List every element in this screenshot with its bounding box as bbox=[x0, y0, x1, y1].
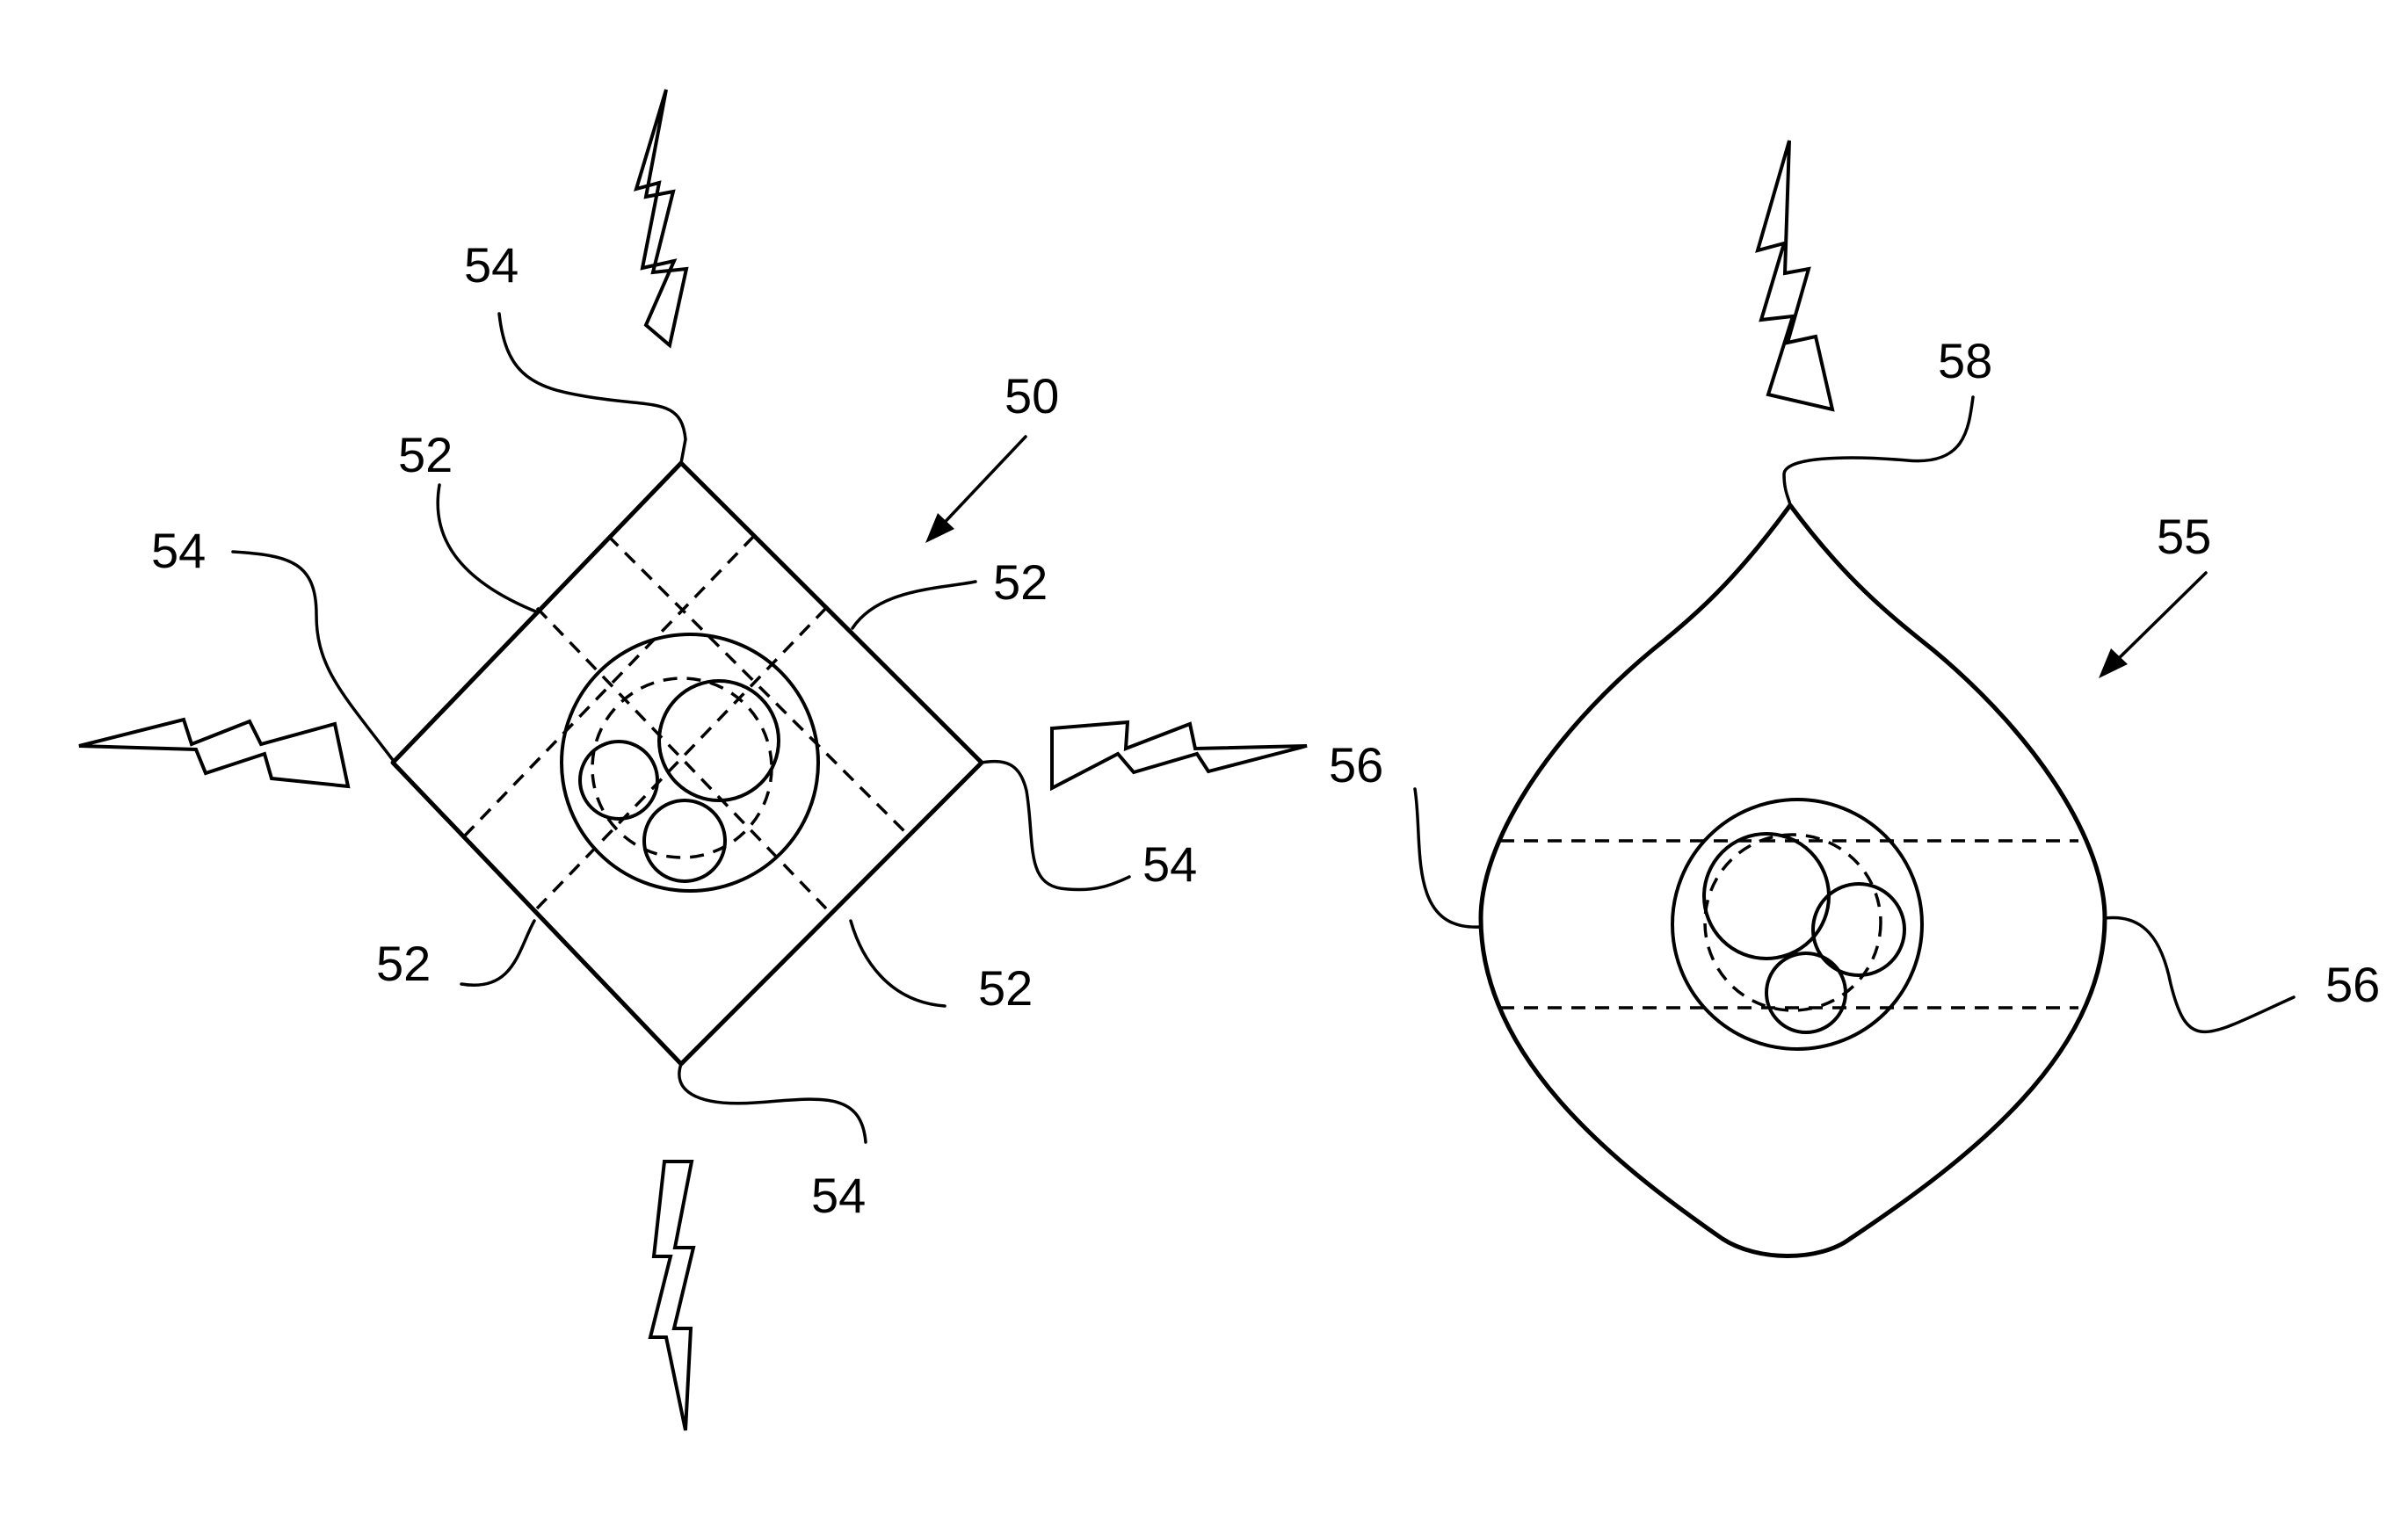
label-54-right: 54 bbox=[1142, 836, 1197, 892]
label-56-left: 56 bbox=[1329, 737, 1383, 792]
lightning-bolt-icon bbox=[1755, 140, 1835, 412]
arrow-icon bbox=[2099, 571, 2208, 678]
arrow-icon bbox=[925, 435, 1027, 543]
label-55: 55 bbox=[2157, 509, 2211, 564]
device-55: 58 55 56 56 bbox=[1329, 140, 2380, 1258]
label-50: 50 bbox=[1005, 368, 1059, 423]
label-52-top-left: 52 bbox=[398, 427, 453, 482]
label-52-top-right: 52 bbox=[993, 554, 1048, 610]
label-52-bottom-right: 52 bbox=[978, 960, 1033, 1016]
lightning-bolt-icon bbox=[648, 1160, 696, 1431]
label-56-right: 56 bbox=[2325, 957, 2380, 1012]
device-50: 54 50 52 54 52 54 52 52 54 bbox=[78, 89, 1308, 1431]
label-54-bottom: 54 bbox=[811, 1168, 866, 1223]
lens-body bbox=[1478, 503, 2107, 1258]
label-58: 58 bbox=[1938, 333, 1992, 388]
central-capsule bbox=[560, 633, 820, 893]
label-54-top: 54 bbox=[464, 237, 519, 293]
central-capsule bbox=[1671, 798, 1924, 1051]
dashed-panel-grid bbox=[463, 534, 910, 910]
lightning-bolt-icon bbox=[634, 89, 689, 349]
label-52-bottom-left: 52 bbox=[376, 936, 431, 991]
lightning-bolt-icon bbox=[78, 717, 351, 789]
lightning-bolt-icon bbox=[1050, 720, 1308, 792]
label-54-left: 54 bbox=[151, 523, 206, 578]
